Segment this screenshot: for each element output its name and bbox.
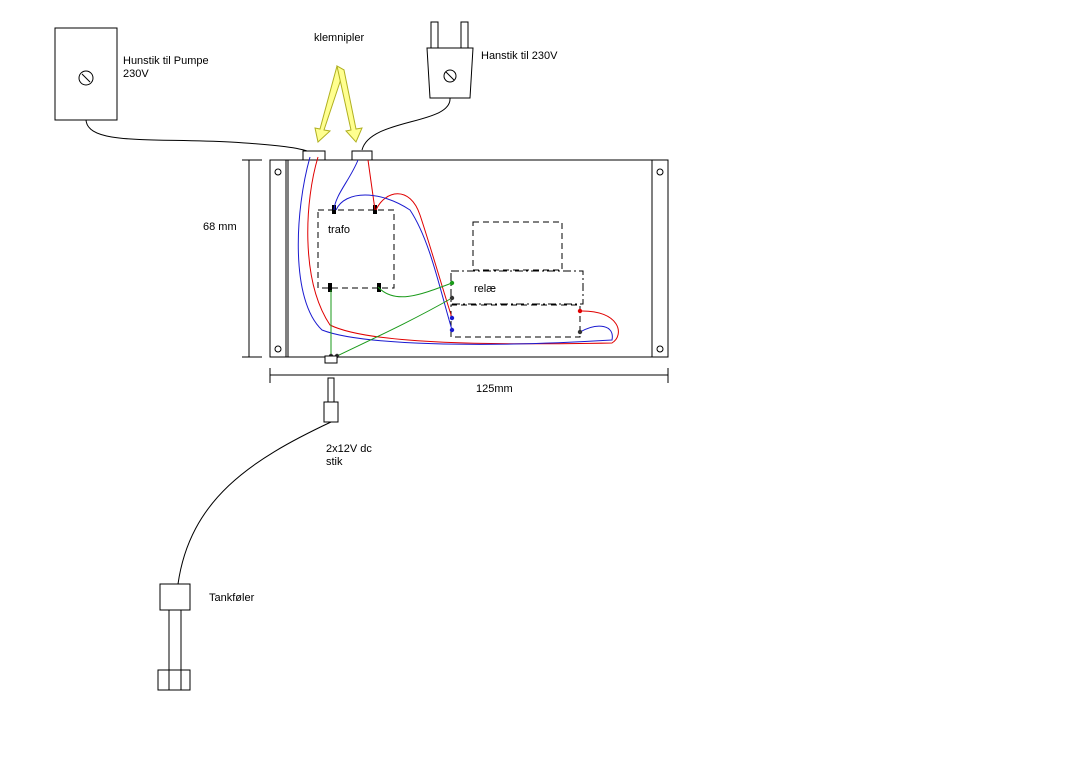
female-plug-label-line1: Hunstik til Pumpe (123, 55, 209, 67)
wires (297, 156, 619, 357)
trafo-box (317, 209, 395, 289)
female-plug-label-line2: 230V (123, 68, 149, 80)
relay-label: relæ (474, 283, 496, 295)
dc-socket (324, 355, 338, 364)
arrow-right-icon (336, 65, 363, 143)
female-plug-cable (85, 119, 311, 153)
male-plug-cable (361, 97, 451, 151)
dc-plug (323, 377, 339, 423)
relay-top-box (472, 221, 563, 271)
trafo-label: trafo (328, 224, 350, 236)
sensor-label: Tankføler (209, 592, 255, 604)
height-dimension (242, 159, 262, 358)
relay-box (450, 270, 584, 305)
width-dimension-label: 125mm (476, 383, 513, 395)
sensor-cable (177, 421, 332, 585)
trafo-terminals (328, 205, 381, 292)
relay-bottom-box (450, 304, 581, 338)
enclosure (269, 159, 669, 358)
screw-icon (78, 70, 94, 86)
tank-sensor (157, 583, 191, 691)
dc-plug-label-line2: stik (326, 456, 343, 468)
male-plug (426, 21, 474, 99)
screw-icon (443, 69, 457, 83)
dc-plug-label-line1: 2x12V dc (326, 443, 372, 455)
terminals-label: klemnipler (314, 32, 364, 44)
height-dimension-label: 68 mm (203, 221, 237, 233)
width-dimension (269, 368, 669, 383)
relay-nodes (328, 280, 583, 359)
terminal-block-right (351, 150, 373, 161)
terminal-block-left (302, 150, 326, 161)
female-plug (54, 27, 118, 121)
male-plug-label: Hanstik til 230V (481, 50, 558, 62)
